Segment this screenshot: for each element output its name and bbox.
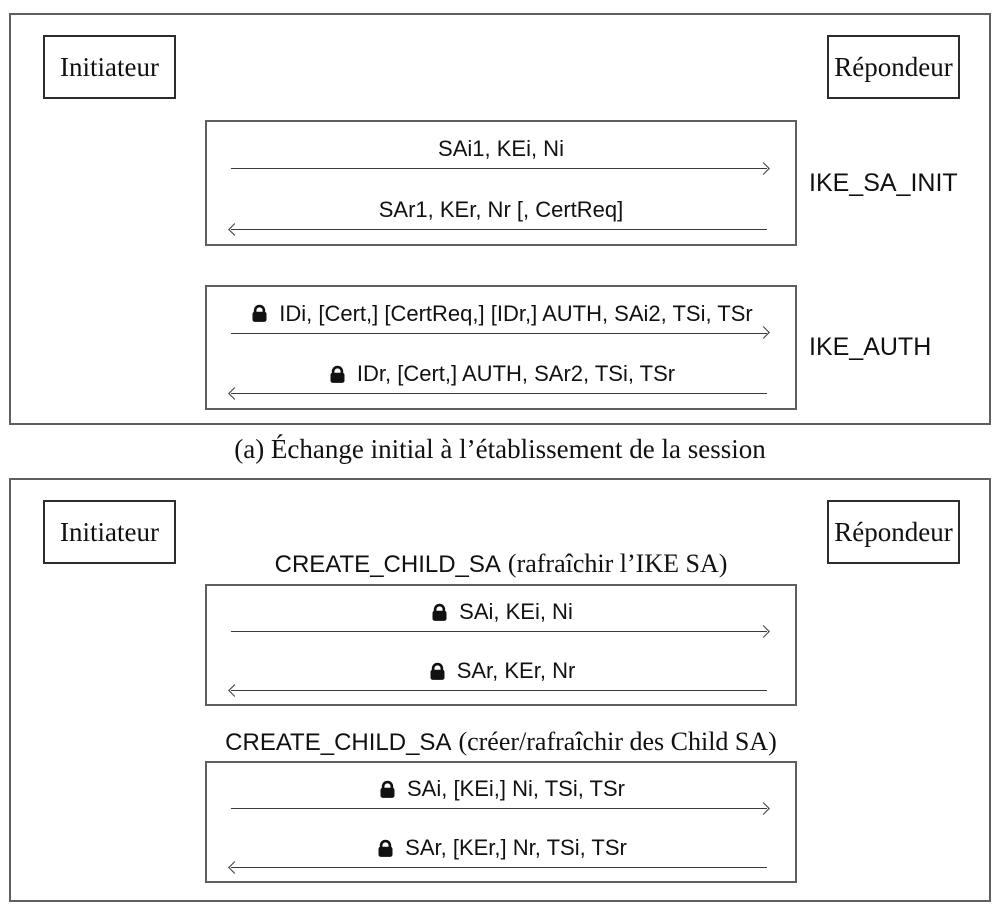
- message-row: SAi1, KEi, Ni: [207, 122, 795, 183]
- exchange-description: (rafraîchir l’IKE SA): [507, 549, 728, 578]
- arrow-left-icon: [231, 229, 767, 230]
- create-child-sa-rekey-ike-box: SAi, KEi, Ni SAr, KEr, Nr: [205, 584, 797, 706]
- responder-box-a: Répondeur: [827, 35, 960, 99]
- lock-icon: [375, 838, 396, 859]
- message-text: SAr, KEr, Nr: [456, 658, 576, 683]
- figure-caption: (a) Échange initial à l’établissement de…: [234, 434, 766, 464]
- responder-box-b: Répondeur: [827, 500, 960, 564]
- message-text: SAr, [KEr,] Nr, TSi, TSr: [405, 835, 627, 860]
- lock-icon: [377, 779, 398, 800]
- ike-auth-exchange-box: IDi, [Cert,] [CertReq,] [IDr,] AUTH, SAi…: [205, 285, 797, 410]
- responder-label-a: Répondeur: [834, 51, 953, 82]
- panel-initial-exchange: Initiateur Répondeur SAi1, KEi, Ni SAr1,…: [9, 13, 991, 425]
- arrow-left-icon: [231, 690, 767, 691]
- message-text: IDi, [Cert,] [CertReq,] [IDr,] AUTH, SAi…: [279, 300, 753, 326]
- create-child-sa-rekey-ike-title: CREATE_CHILD_SA(rafraîchir l’IKE SA): [155, 548, 847, 584]
- create-child-sa-child-title: CREATE_CHILD_SA(créer/rafraîchir des Chi…: [155, 726, 847, 762]
- arrow-right-icon: [231, 168, 767, 169]
- arrow-left-icon: [231, 393, 767, 395]
- ike-sa-init-label: IKE_SA_INIT: [809, 168, 958, 197]
- message-row: SAr, KEr, Nr: [207, 645, 795, 704]
- message-text: IDr, [Cert,] AUTH, SAr2, TSi, TSr: [356, 361, 676, 387]
- panel-create-child-sa: Initiateur Répondeur CREATE_CHILD_SA(raf…: [9, 478, 991, 902]
- exchange-name: CREATE_CHILD_SA: [274, 551, 501, 578]
- initiator-box-a: Initiateur: [43, 35, 176, 99]
- message-row: SAr1, KEr, Nr [, CertReq]: [207, 183, 795, 244]
- message-row: IDr, [Cert,] AUTH, SAr2, TSi, TSr: [207, 348, 795, 409]
- initiator-label-a: Initiateur: [60, 51, 159, 82]
- exchange-description: (créer/rafraîchir des Child SA): [458, 727, 777, 756]
- message-row: IDi, [Cert,] [CertReq,] [IDr,] AUTH, SAi…: [207, 287, 795, 348]
- arrow-right-icon: [231, 332, 767, 334]
- arrow-right-icon: [231, 808, 767, 809]
- lock-icon: [249, 303, 270, 324]
- initiator-label-b: Initiateur: [60, 516, 159, 547]
- initiator-box-b: Initiateur: [43, 500, 176, 564]
- lock-icon: [327, 364, 348, 385]
- ike-auth-label: IKE_AUTH: [809, 333, 932, 361]
- arrow-right-icon: [231, 631, 767, 632]
- message-row: SAi, [KEi,] Ni, TSi, TSr: [207, 763, 795, 822]
- lock-icon: [429, 602, 450, 623]
- responder-label-b: Répondeur: [834, 516, 953, 547]
- lock-icon: [427, 661, 448, 682]
- ike-sa-init-exchange-box: SAi1, KEi, Ni SAr1, KEr, Nr [, CertReq]: [205, 120, 797, 246]
- message-row: SAr, [KEr,] Nr, TSi, TSr: [207, 822, 795, 881]
- arrow-left-icon: [231, 867, 767, 868]
- exchange-name: CREATE_CHILD_SA: [225, 729, 452, 756]
- message-text: SAi, KEi, Ni: [459, 599, 573, 624]
- message-text: SAi1, KEi, Ni: [438, 136, 564, 161]
- message-row: SAi, KEi, Ni: [207, 586, 795, 645]
- message-text: SAi, [KEi,] Ni, TSi, TSr: [406, 776, 625, 801]
- create-child-sa-child-box: SAi, [KEi,] Ni, TSi, TSr SAr, [KEr,] Nr,…: [205, 761, 797, 883]
- message-text: SAr1, KEr, Nr [, CertReq]: [378, 197, 624, 222]
